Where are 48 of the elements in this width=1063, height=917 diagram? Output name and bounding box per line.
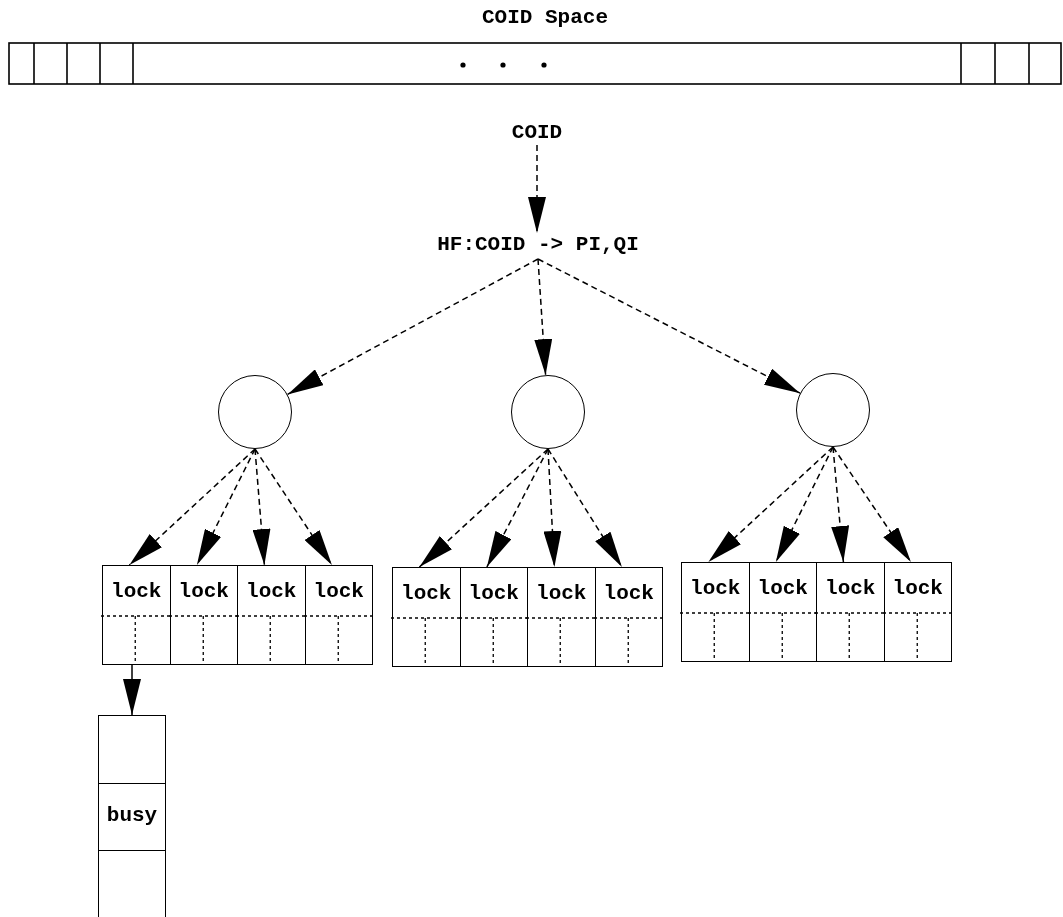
cell-label: lock	[756, 577, 809, 601]
arrow	[832, 446, 912, 563]
cell-label: lock	[535, 582, 588, 606]
cell-label: lock	[467, 582, 520, 606]
lock-cell	[169, 565, 238, 665]
lock-cell	[392, 567, 461, 667]
lock-cell	[748, 562, 817, 662]
cell-label: lock	[177, 580, 230, 604]
arrow	[196, 448, 256, 566]
arrow	[528, 144, 546, 234]
lock-cell	[527, 567, 596, 667]
cell-label: lock	[400, 582, 453, 606]
arrow	[254, 448, 333, 566]
cell-label: lock	[245, 580, 298, 604]
arrow	[252, 448, 271, 566]
diagram-title: COID Space	[481, 6, 609, 30]
lock-cell	[304, 565, 373, 665]
cell-label: lock	[312, 580, 365, 604]
arrow	[286, 258, 539, 396]
arrow	[543, 448, 562, 568]
lock-cell	[459, 567, 528, 667]
arrow	[775, 446, 834, 563]
text-label: COID	[492, 121, 582, 145]
cell-label: busy	[105, 804, 159, 828]
text-label: HF:COID -> PI,QI	[413, 233, 663, 259]
queue-cell	[98, 850, 166, 917]
lock-cell	[883, 562, 952, 662]
lock-cell	[594, 567, 663, 667]
arrow	[534, 258, 553, 376]
cell-label: lock	[110, 580, 163, 604]
arrow	[486, 448, 549, 568]
cell-label: lock	[602, 582, 655, 606]
lock-cell	[237, 565, 306, 665]
arrow	[831, 446, 850, 563]
cell-label: lock	[824, 577, 877, 601]
lock-cell	[681, 562, 750, 662]
cell-label: lock	[689, 577, 742, 601]
arrow	[707, 446, 834, 563]
lock-cell	[816, 562, 885, 662]
queue-cell	[98, 783, 166, 851]
arrow	[128, 448, 256, 566]
queue-cell	[98, 715, 166, 784]
arrow	[418, 448, 549, 568]
lock-cell	[102, 565, 171, 665]
arrow	[547, 448, 623, 568]
cell-label: lock	[891, 577, 944, 601]
arrow	[123, 664, 141, 716]
arrow	[537, 258, 801, 394]
